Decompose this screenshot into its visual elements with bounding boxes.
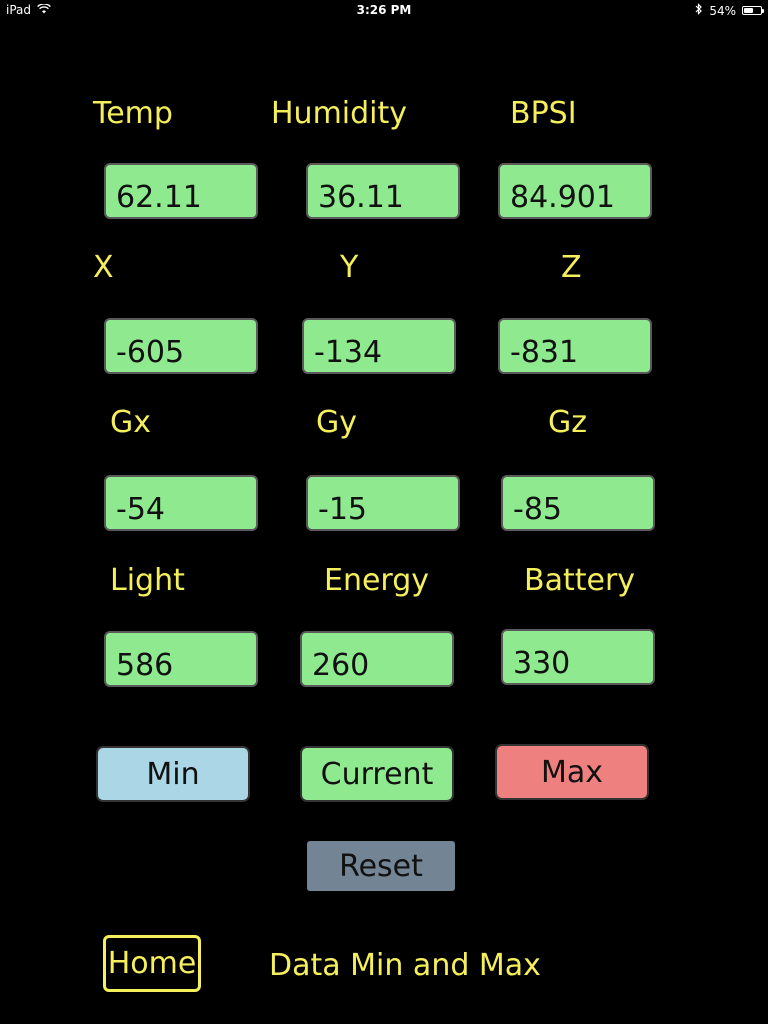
- gx-value: -54: [116, 492, 165, 527]
- z-value: -831: [510, 335, 579, 370]
- z-value-field[interactable]: -831: [498, 318, 652, 374]
- gy-label: Gy: [316, 405, 358, 440]
- light-value: 586: [116, 648, 174, 683]
- status-bar: iPad 3:26 PM 54%: [0, 0, 768, 20]
- gx-value-field[interactable]: -54: [104, 475, 258, 531]
- min-button[interactable]: Min: [96, 746, 250, 802]
- bpsi-value: 84.901: [510, 180, 615, 215]
- status-left: iPad: [6, 3, 51, 17]
- temp-value: 62.11: [116, 180, 202, 215]
- status-time: 3:26 PM: [356, 3, 412, 17]
- energy-label: Energy: [324, 563, 430, 598]
- reset-button[interactable]: Reset: [307, 841, 455, 891]
- x-label: X: [93, 250, 114, 285]
- gz-value: -85: [513, 492, 562, 527]
- humidity-value-field[interactable]: 36.11: [306, 163, 460, 219]
- battery-value: 330: [513, 646, 571, 681]
- energy-value: 260: [312, 648, 370, 683]
- battery-percent: 54%: [709, 3, 736, 18]
- status-right: 54%: [695, 3, 764, 18]
- current-button[interactable]: Current: [300, 746, 454, 802]
- light-label: Light: [110, 563, 185, 598]
- y-value: -134: [314, 335, 383, 370]
- y-label: Y: [340, 250, 359, 285]
- x-value-field[interactable]: -605: [104, 318, 258, 374]
- light-value-field[interactable]: 586: [104, 631, 258, 687]
- bpsi-label: BPSI: [510, 96, 577, 131]
- device-name: iPad: [6, 3, 32, 17]
- temp-value-field[interactable]: 62.11: [104, 163, 258, 219]
- battery-value-field[interactable]: 330: [501, 629, 655, 685]
- gz-value-field[interactable]: -85: [501, 475, 655, 531]
- max-button[interactable]: Max: [495, 744, 649, 800]
- humidity-value: 36.11: [318, 180, 404, 215]
- battery-icon: [742, 6, 764, 15]
- z-label: Z: [561, 250, 582, 285]
- battery-fill: [744, 8, 753, 13]
- temp-label: Temp: [93, 96, 173, 131]
- gy-value: -15: [318, 492, 367, 527]
- x-value: -605: [116, 335, 185, 370]
- page-title: Data Min and Max: [269, 948, 541, 983]
- gz-label: Gz: [548, 405, 587, 440]
- battery-label: Battery: [524, 563, 636, 598]
- wifi-icon: [37, 3, 51, 17]
- home-button[interactable]: Home: [103, 935, 201, 992]
- y-value-field[interactable]: -134: [302, 318, 456, 374]
- bpsi-value-field[interactable]: 84.901: [498, 163, 652, 219]
- gy-value-field[interactable]: -15: [306, 475, 460, 531]
- humidity-label: Humidity: [271, 96, 408, 131]
- bluetooth-icon: [695, 3, 703, 18]
- energy-value-field[interactable]: 260: [300, 631, 454, 687]
- gx-label: Gx: [110, 405, 152, 440]
